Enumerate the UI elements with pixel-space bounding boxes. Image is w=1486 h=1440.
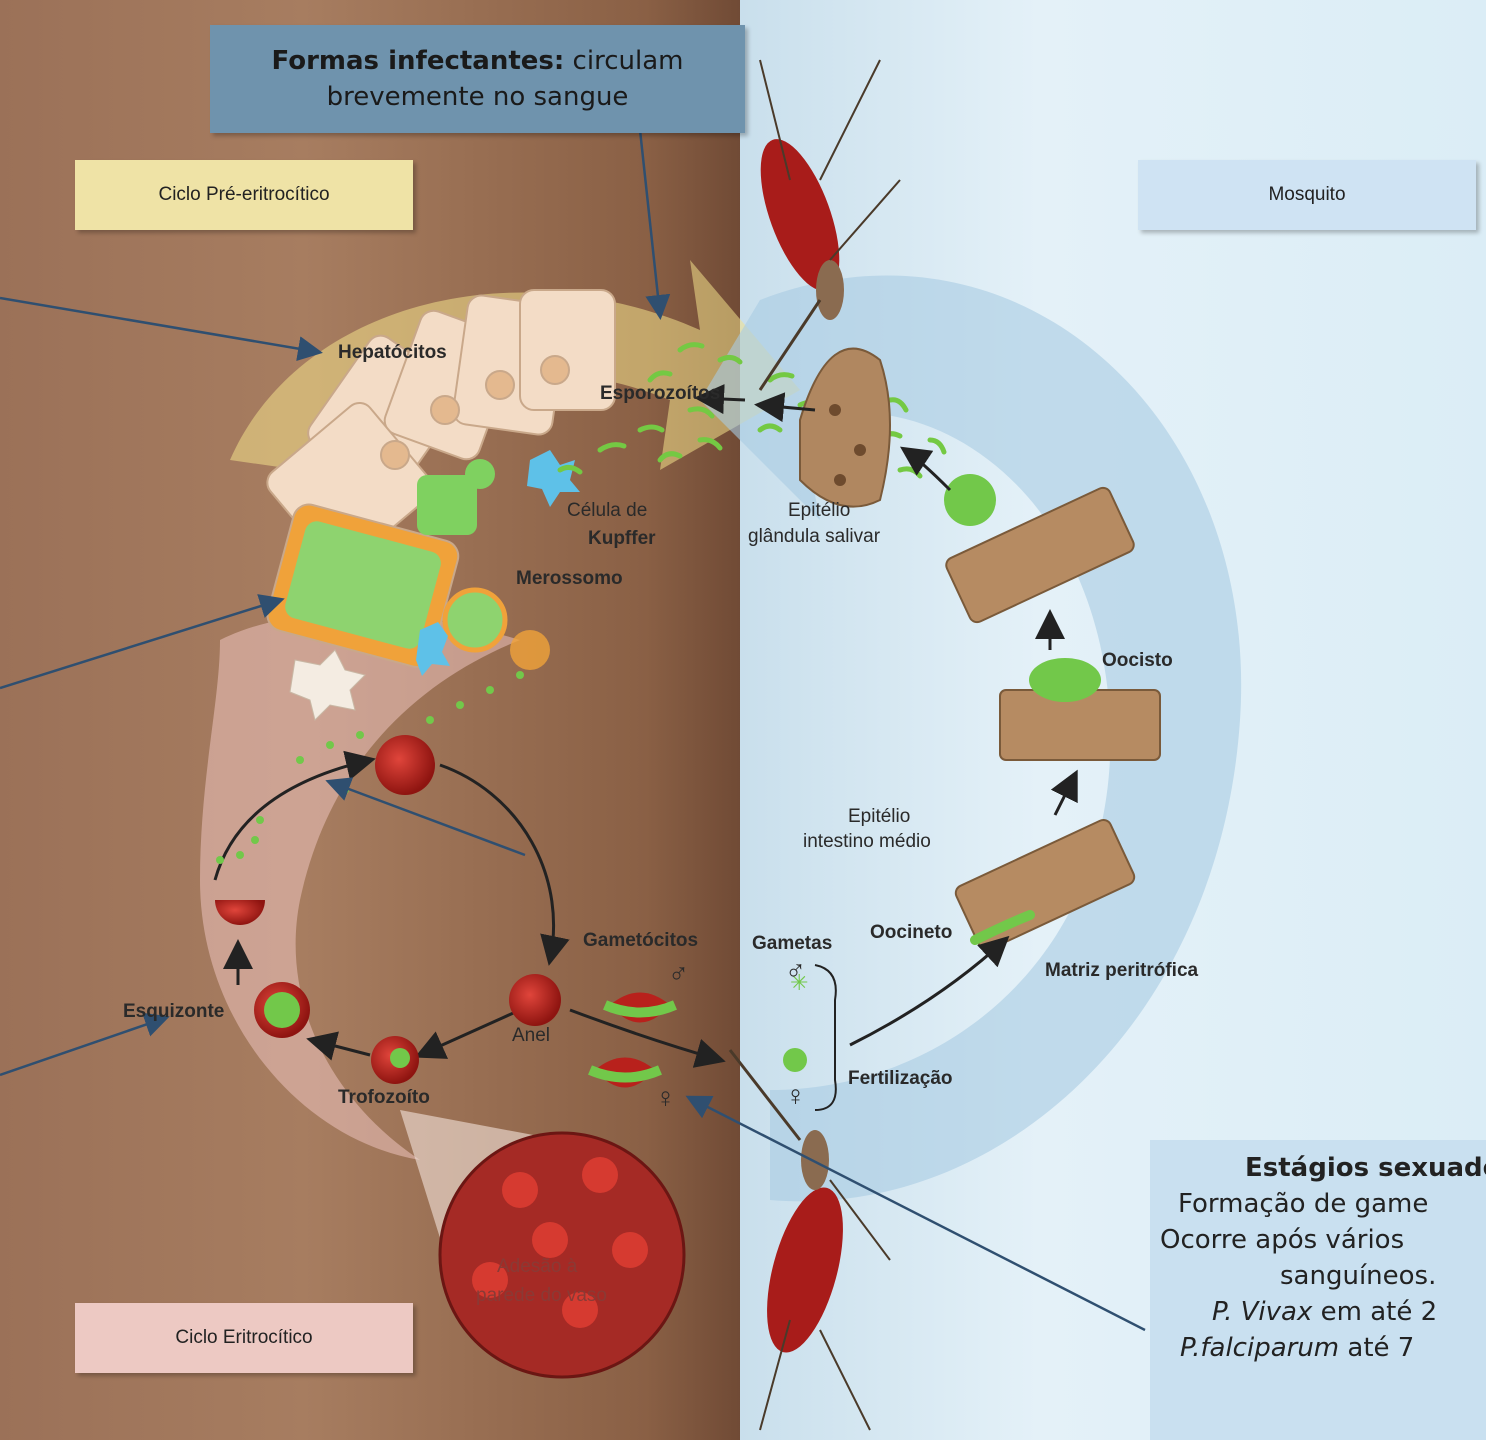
note-infectant-forms: Formas infectantes: circulam brevemente … <box>210 25 745 133</box>
label-oocineto: Oocineto <box>870 922 952 944</box>
label-kupffer: Kupffer <box>588 528 656 550</box>
erythrocytic-cycle-circle <box>440 765 554 960</box>
label-epitelio-intestino: Epitélio <box>848 806 910 828</box>
label-celula-de: Célula de <box>567 500 647 522</box>
note-sexual-vivax-rest: em até 2 <box>1312 1297 1437 1327</box>
label-intestino-medio: intestino médio <box>803 831 931 853</box>
label-anel: Anel <box>512 1025 550 1047</box>
kupffer-cell <box>527 450 580 507</box>
erythrocytic-cycle-arrow <box>200 614 520 1160</box>
box-erythrocytic: Ciclo Eritrocítico <box>75 1303 413 1373</box>
female-symbol-gamete: ♀ <box>785 1080 806 1112</box>
label-esquizonte: Esquizonte <box>123 1001 224 1023</box>
note-sexual-line1: Formação de game <box>1150 1186 1486 1222</box>
label-fertilizacao: Fertilização <box>848 1068 953 1090</box>
merosome-release <box>510 630 550 670</box>
note-sexual-falciparum: P.falciparum <box>1180 1333 1339 1363</box>
female-symbol-gametocyte: ♀ <box>655 1082 676 1114</box>
label-esporozoitos: Esporozoítos <box>600 383 720 405</box>
label-epitelio-glandula: Epitélio <box>788 500 850 522</box>
label-merossomo: Merossomo <box>516 568 623 590</box>
note-sexual-stages: Estágios sexuado Formação de game Ocorre… <box>1150 1140 1486 1440</box>
label-adesao-1: Adesão à <box>497 1256 577 1278</box>
label-oocisto: Oocisto <box>1102 650 1173 672</box>
note-sexual-line3: sanguíneos. <box>1150 1258 1486 1294</box>
note-sexual-line2: Ocorre após vários <box>1150 1222 1486 1258</box>
box-erythrocytic-label: Ciclo Eritrocítico <box>175 1327 312 1349</box>
box-mosquito-label: Mosquito <box>1268 184 1345 206</box>
box-pre-erythrocytic-label: Ciclo Pré-eritrocítico <box>158 184 329 206</box>
male-symbol-gametocyte: ♂ <box>668 958 689 990</box>
label-hepatocitos: Hepatócitos <box>338 342 447 364</box>
rbc-ring <box>509 974 561 1026</box>
note-infectant-line2: brevemente no sangue <box>327 79 629 115</box>
label-gametocitos: Gametócitos <box>583 930 698 952</box>
blood-vessel-inset <box>400 1110 684 1377</box>
oocyst-bursting <box>944 474 996 526</box>
note-sexual-vivax: P. Vivax <box>1212 1297 1312 1327</box>
note-infectant-bold: Formas infectantes: <box>272 46 565 76</box>
rbc-top <box>375 735 435 795</box>
box-mosquito: Mosquito <box>1138 160 1476 230</box>
gametocytes <box>590 993 675 1088</box>
male-symbol-gamete: ♂ <box>785 955 806 987</box>
note-sexual-falciparum-rest: até 7 <box>1339 1333 1414 1363</box>
note-sexual-title: Estágios sexuado <box>1150 1150 1486 1186</box>
label-adesao-2: parede do vaso <box>476 1285 607 1307</box>
label-gametas: Gametas <box>752 933 832 955</box>
oocyst <box>1029 658 1101 702</box>
box-pre-erythrocytic: Ciclo Pré-eritrocítico <box>75 160 413 230</box>
label-trofozoito: Trofozoíto <box>338 1087 430 1109</box>
label-matriz-peritrofica: Matriz peritrófica <box>1045 960 1198 982</box>
note-infectant-rest: circulam <box>564 46 683 76</box>
label-glandula-salivar: glândula salivar <box>748 526 880 548</box>
